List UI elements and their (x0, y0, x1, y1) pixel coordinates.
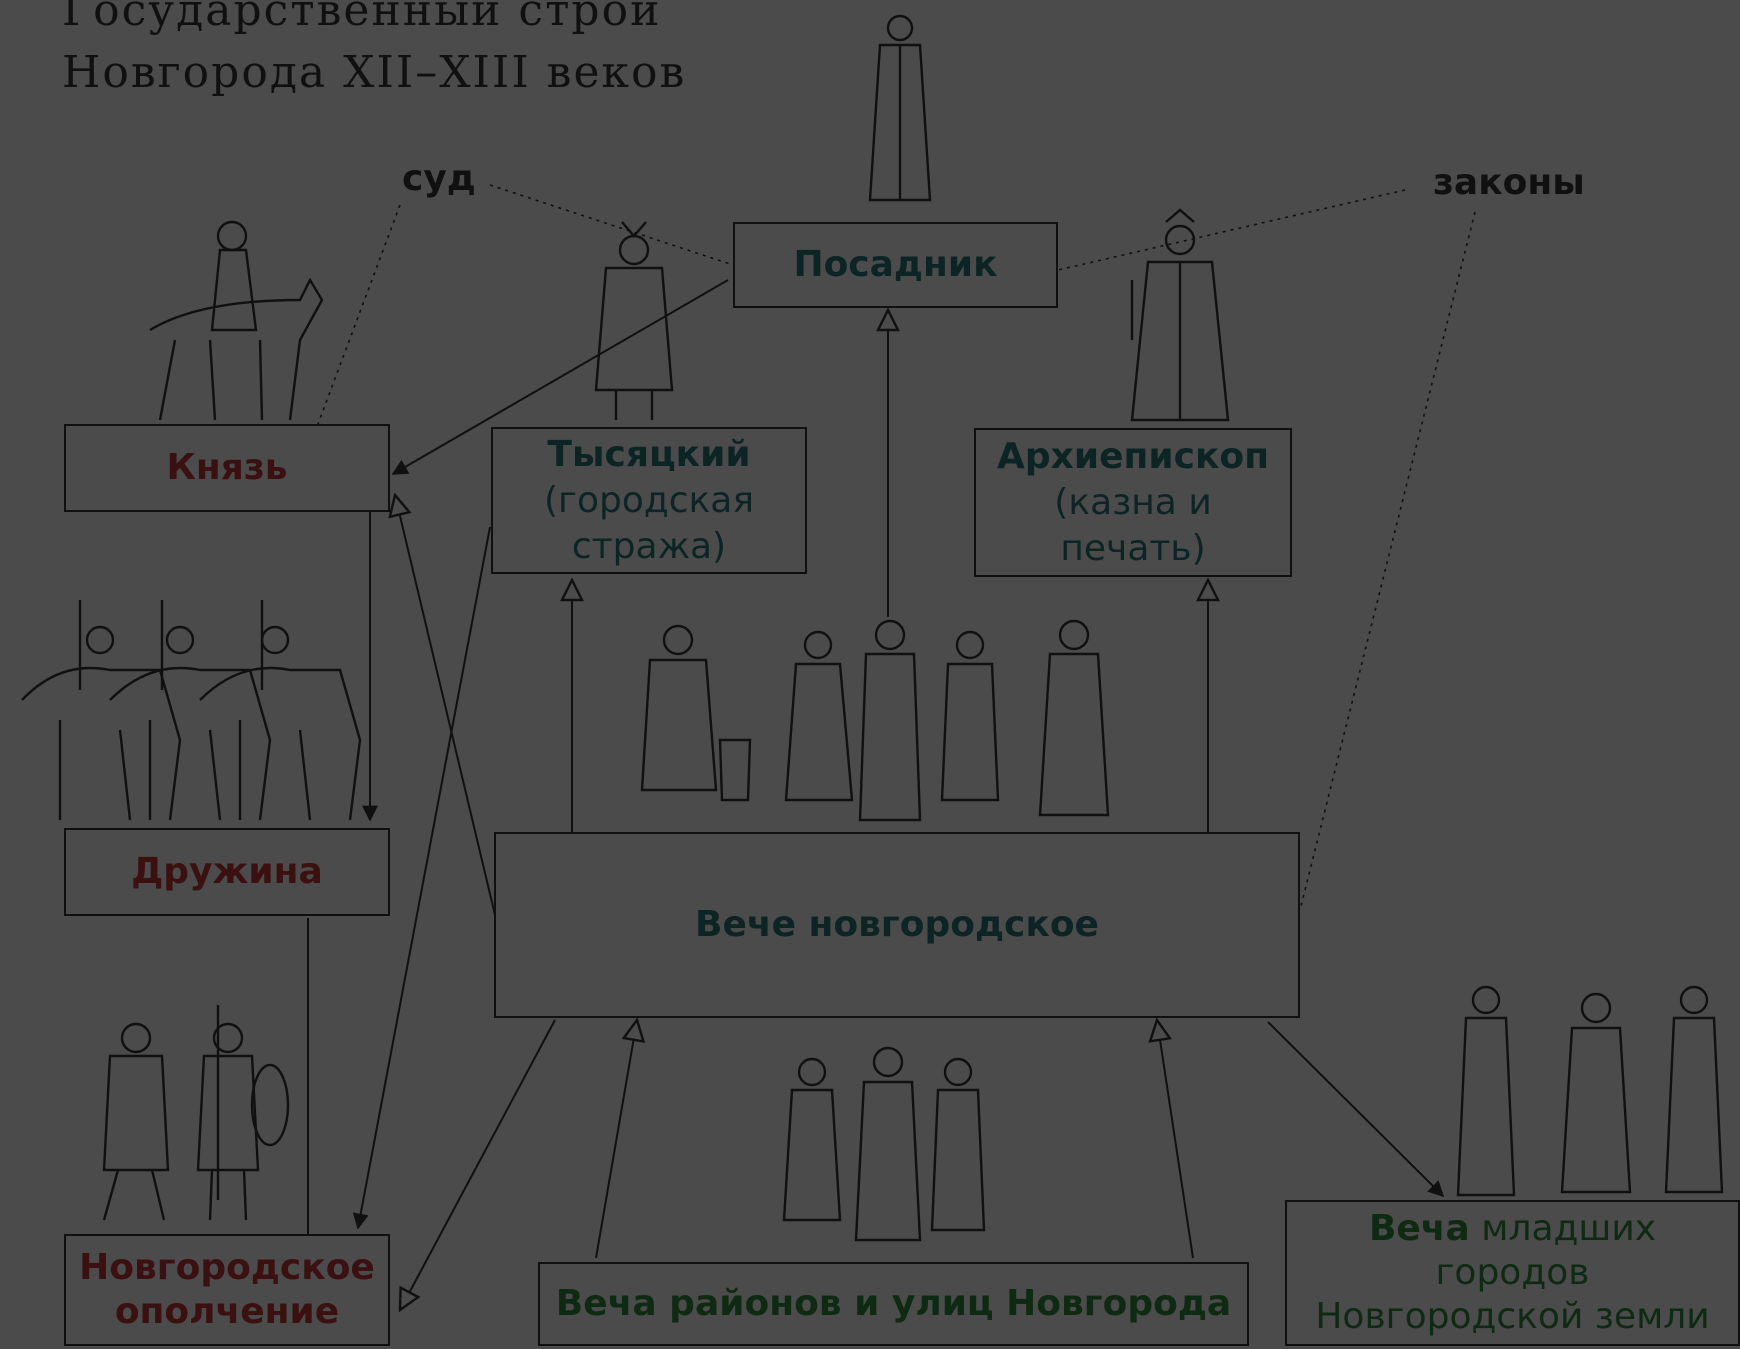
arrow-posadnik-knyaz (391, 279, 729, 475)
node-tysyatsky-sub: (городская стража) (543, 479, 754, 567)
node-druzhina: Дружина (64, 828, 390, 916)
node-veche-rayonov-label: Веча районов и улиц Новгорода (555, 1283, 1232, 1324)
title-line-1: Государственный строй (62, 0, 662, 36)
node-druzhina-label: Дружина (131, 851, 323, 892)
knyaz-figure (149, 220, 324, 421)
link-zakony-veche (1299, 211, 1476, 911)
arrow-veche-mladshikh (1267, 1021, 1445, 1198)
node-opolchenie-label: Новгородское ополчение (79, 1247, 375, 1332)
node-tysyatsky: Тысяцкий (городская стража) (491, 427, 807, 574)
node-opolchenie: Новгородское ополчение (64, 1234, 390, 1346)
solid-links (307, 279, 1445, 1310)
label-zakony: законы (1433, 162, 1585, 203)
tysyatsky-figure (594, 221, 674, 420)
arrow-rayony-veche (595, 1020, 637, 1259)
node-veche-mladshikh-rest: младших городов Новгородской земли (1315, 1208, 1710, 1337)
node-arkhiepiskop-label: Архиепископ (997, 435, 1269, 477)
rayony-people (782, 1046, 986, 1242)
arrow-veche-knyaz (395, 495, 496, 916)
mladshikh-people (1456, 985, 1724, 1197)
node-veche: Вече новгородское (494, 832, 1300, 1018)
veche-people (640, 619, 1110, 822)
druzhina-figures (21, 600, 362, 821)
arrow-rayony-veche-2 (1157, 1020, 1194, 1259)
opolchenie-figures (102, 1005, 290, 1221)
node-tysyatsky-label: Тысяцкий (547, 433, 751, 475)
link-sud-posadnik (489, 184, 734, 266)
dotted-links (317, 184, 1476, 911)
arkhiepiskop-figure (1130, 208, 1230, 422)
link-sud-knyaz (317, 204, 401, 425)
node-knyaz: Князь (64, 424, 390, 512)
node-veche-mladshikh-bold: Веча (1368, 1208, 1470, 1249)
node-knyaz-label: Князь (166, 447, 288, 488)
title-line-2: Новгорода XII–XIII веков (62, 47, 687, 98)
figures (21, 14, 1724, 1242)
link-zakony-posadnik (1057, 189, 1406, 271)
node-veche-label: Вече новгородское (695, 904, 1099, 945)
posadnik-figure (868, 14, 932, 202)
node-arkhiepiskop-sub: (казна и печать) (1054, 481, 1212, 569)
node-posadnik: Посадник (733, 222, 1058, 308)
label-sud: суд (402, 158, 476, 199)
node-posadnik-label: Посадник (793, 244, 998, 285)
diagram-title: Государственный строй Новгорода XII–XIII… (62, 0, 686, 104)
node-veche-rayonov: Веча районов и улиц Новгорода (538, 1262, 1249, 1346)
arrow-veche-opolchenie (400, 1019, 556, 1310)
node-arkhiepiskop: Архиепископ (казна и печать) (974, 428, 1292, 577)
arrow-tysyatsky-opolchenie (352, 526, 491, 1230)
node-veche-mladshikh: Веча младших городов Новгородской земли (1285, 1200, 1740, 1346)
node-veche-mladshikh-text: Веча младших городов Новгородской земли (1303, 1207, 1723, 1339)
